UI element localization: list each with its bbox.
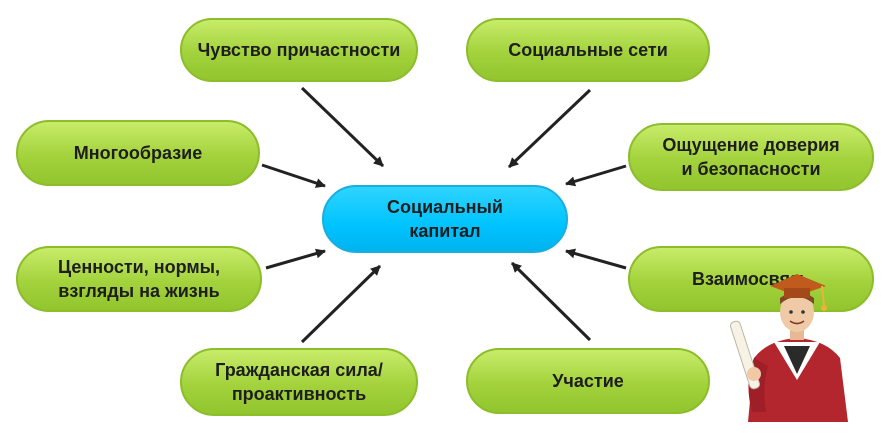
node-civic-power: Гражданская сила/ проактивность xyxy=(180,348,418,416)
center-node: Социальный капитал xyxy=(322,185,568,253)
arrow-trust-safety xyxy=(565,164,627,187)
node-participation: Участие xyxy=(466,348,710,414)
arrow-belonging xyxy=(300,86,385,168)
arrow-diversity xyxy=(261,163,326,188)
node-trust-safety: Ощущение доверия и безопасности xyxy=(628,123,874,191)
arrow-interconnection xyxy=(565,248,627,270)
arrow-civic-power xyxy=(300,264,382,344)
arrow-values xyxy=(265,248,326,270)
node-belonging: Чувство причастности xyxy=(180,18,418,82)
node-diversity: Многообразие xyxy=(16,120,260,186)
graduate-student-icon xyxy=(729,274,848,422)
arrow-social-networks xyxy=(507,88,592,169)
node-social-networks: Социальные сети xyxy=(466,18,710,82)
arrow-participation xyxy=(510,261,592,342)
node-values: Ценности, нормы, взгляды на жизнь xyxy=(16,246,262,312)
